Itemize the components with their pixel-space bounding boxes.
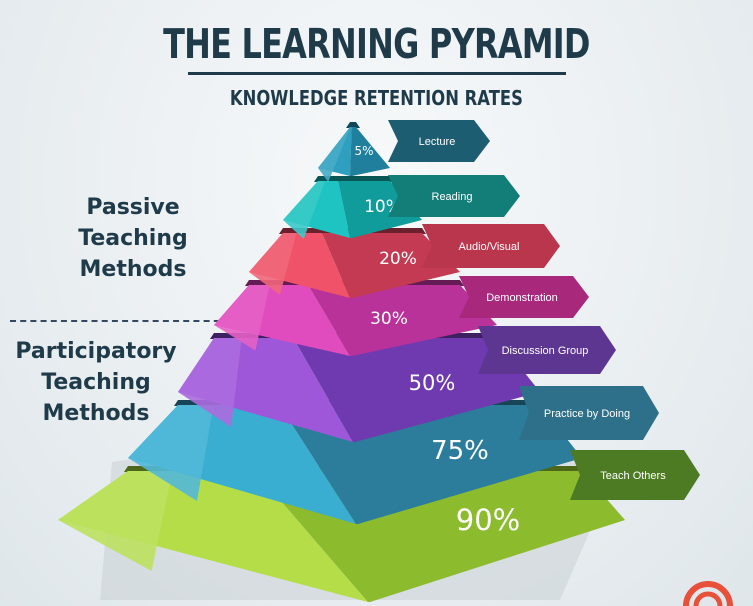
percent-label-6: 75% xyxy=(431,436,489,466)
arrow-tag-7 xyxy=(570,450,700,500)
page-subtitle: KNOWLEDGE RETENTION RATES xyxy=(229,86,523,110)
method-label-2: Reading xyxy=(432,191,473,203)
arrow-tag-2 xyxy=(388,175,520,217)
percent-label-7: 90% xyxy=(456,503,520,537)
method-label-1: Lecture xyxy=(419,136,456,148)
percent-label-3: 20% xyxy=(379,249,417,269)
passive-methods-label: Passive Teaching Methods xyxy=(58,192,208,285)
percent-label-5: 50% xyxy=(409,371,456,395)
passive-line-1: Passive xyxy=(86,195,180,220)
percent-label-1: 5% xyxy=(354,144,373,158)
arrow-tag-4 xyxy=(459,276,589,318)
pyramid-tier-4 xyxy=(214,280,497,356)
pyramid-tier-1 xyxy=(318,122,390,182)
arrow-tag-1 xyxy=(388,120,490,162)
group-divider xyxy=(10,320,230,322)
percent-label-4: 30% xyxy=(370,309,408,329)
page-title: THE LEARNING PYRAMID xyxy=(163,20,590,68)
tier-right-face xyxy=(350,127,390,176)
brand-logo-icon xyxy=(683,581,733,606)
passive-line-3: Methods xyxy=(79,257,187,282)
method-label-6: Practice by Doing xyxy=(544,408,630,420)
arrow-tag-3 xyxy=(422,224,560,268)
pyramid-tier-2 xyxy=(283,176,422,239)
method-label-4: Demonstration xyxy=(486,292,558,304)
method-label-3: Audio/Visual xyxy=(459,241,520,253)
method-label-5: Discussion Group xyxy=(502,345,589,357)
passive-line-2: Teaching xyxy=(78,226,188,251)
participatory-methods-label: Participatory Teaching Methods xyxy=(6,336,186,429)
arrow-tag-6 xyxy=(519,386,659,440)
tier-right-face xyxy=(293,338,540,442)
tier-right-face xyxy=(321,233,460,298)
method-label-7: Teach Others xyxy=(600,470,666,482)
tier-right-face xyxy=(308,285,497,356)
participatory-line-2: Teaching xyxy=(41,370,151,395)
title-underline xyxy=(188,72,566,75)
participatory-line-1: Participatory xyxy=(15,339,177,364)
participatory-line-3: Methods xyxy=(42,401,150,426)
arrow-tag-5 xyxy=(478,326,616,374)
